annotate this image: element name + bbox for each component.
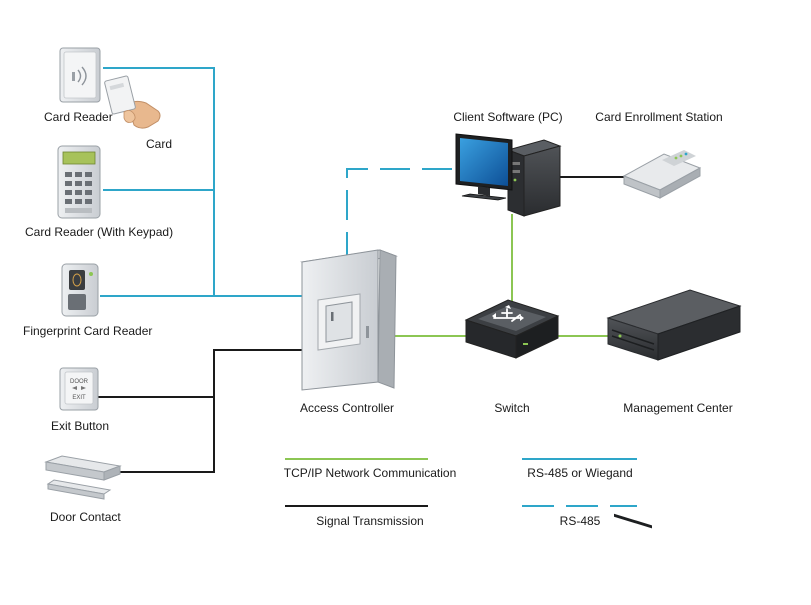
fingerprint-reader-icon	[61, 263, 99, 317]
legend-tcpip-label: TCP/IP Network Communication	[283, 466, 457, 480]
client-pc-icon	[455, 133, 562, 217]
exit-button-door-text: DOOR	[70, 379, 89, 385]
management-center-icon	[606, 289, 742, 529]
label-enrollment-station: Card Enrollment Station	[595, 110, 723, 124]
card-icon	[104, 75, 161, 129]
exit-button-exit-text: EXIT	[72, 395, 86, 401]
door-contact-icon	[44, 455, 122, 500]
label-exit-button: Exit Button	[51, 419, 110, 433]
rs485-line-controller-pc	[346, 168, 458, 262]
label-access-controller: Access Controller	[299, 401, 395, 415]
card-reader-icon	[59, 47, 101, 103]
label-door-contact: Door Contact	[50, 510, 121, 524]
label-management-center: Management Center	[623, 401, 733, 415]
label-card-reader-keypad: Card Reader (With Keypad)	[25, 225, 174, 239]
enrollment-station-icon	[622, 150, 702, 199]
legend-rs485-wiegand-label: RS-485 or Wiegand	[527, 466, 633, 480]
tcpip-lines	[392, 214, 613, 337]
label-fingerprint-reader: Fingerprint Card Reader	[23, 324, 153, 338]
exit-button-icon: DOOR EXIT	[59, 367, 99, 411]
signal-lines	[98, 176, 628, 473]
line-exit-button	[98, 349, 302, 398]
line-card-reader	[103, 67, 302, 297]
legend-signal-label: Signal Transmission	[316, 514, 424, 528]
label-switch: Switch	[494, 401, 530, 415]
access-controller-icon	[300, 249, 398, 391]
label-card: Card	[146, 137, 173, 151]
legend-rs485-label: RS-485	[559, 514, 601, 528]
legend	[285, 458, 637, 507]
keypad-reader-icon	[57, 145, 101, 219]
label-card-reader: Card Reader	[44, 110, 113, 124]
rs485-wiegand-lines	[100, 67, 302, 297]
line-door-contact	[118, 397, 215, 473]
switch-icon	[464, 299, 560, 359]
label-client-software: Client Software (PC)	[453, 110, 563, 124]
